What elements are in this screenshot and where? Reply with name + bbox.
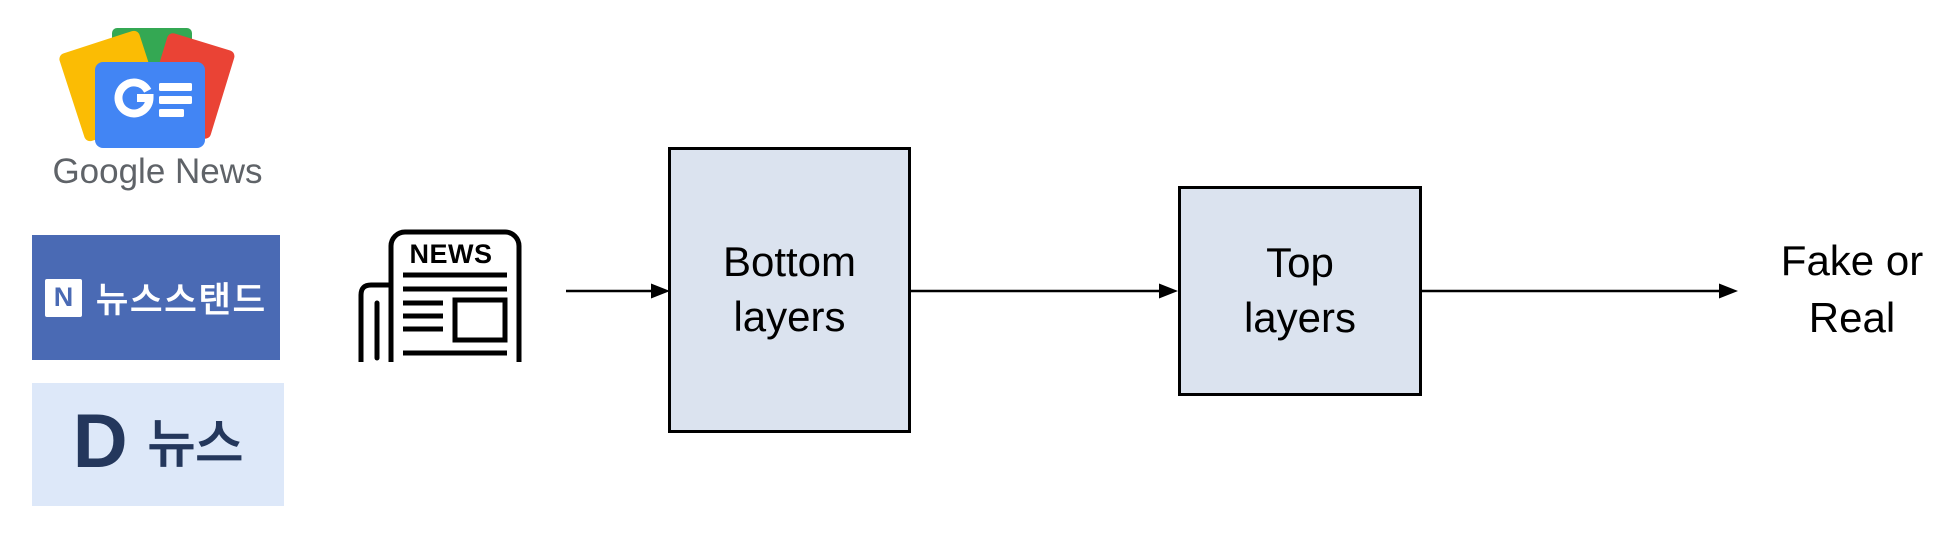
newspaper-icon: NEWS [358,229,522,362]
google-news-label: Google News [52,152,263,191]
node-bottom-layers: Bottom layers [668,147,911,433]
google-news-logo-icon [59,28,235,148]
newspaper-photo-box [452,297,508,343]
logo-bar-1 [159,83,192,91]
naver-badge-letter: N [53,282,74,312]
flow-arrow-1 [566,283,670,299]
logo-letter-g [114,78,154,118]
logo-bar-2 [159,96,192,104]
arrowhead-icon [651,283,670,299]
naver-n-icon: N [44,278,82,317]
naver-newsstand-banner: N 뉴스스탠드 [32,235,280,360]
naver-newsstand-label: 뉴스스탠드 [95,281,267,320]
logo-bar-3 [159,109,184,117]
flow-arrow-2 [911,283,1178,299]
newspaper-page [388,229,522,362]
daum-news-banner: D 뉴스 [32,383,284,506]
arrowhead-icon [1719,283,1738,299]
node-top-layers: Top layers [1178,186,1422,396]
arrowhead-icon [1159,283,1178,299]
output-label: Fake or Real [1780,237,1924,341]
newspaper-news-text: NEWS [410,239,493,269]
daum-news-label: 뉴스 [147,415,244,474]
daum-d-icon: D [72,398,128,484]
flow-arrow-3 [1421,283,1738,299]
newspaper-back-sheet [358,282,391,362]
